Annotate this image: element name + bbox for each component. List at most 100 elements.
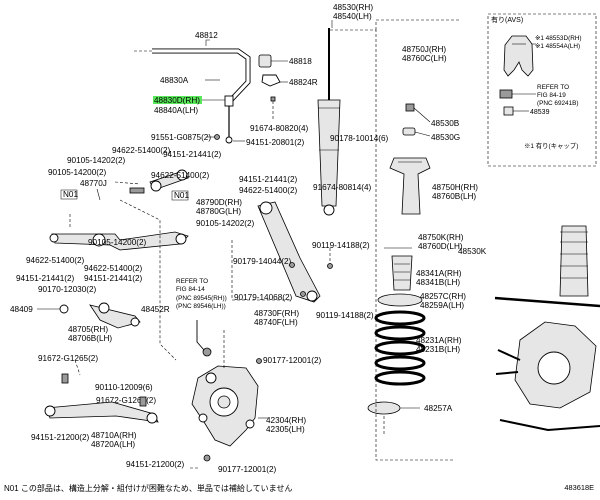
label-90119-14188-b: 90119-14188(2) — [316, 311, 374, 320]
highlight-48830d — [153, 96, 202, 104]
inset-note: ※1 有り(キャップ) — [524, 141, 578, 150]
label-91672-b: 91672-G1265(2) — [96, 396, 156, 405]
label-94622-d: 94622-51400(2) — [84, 264, 143, 273]
figure-id: 483618E — [564, 483, 594, 492]
label-48840a: 48840A(LH) — [154, 106, 198, 115]
label-48830a: 48830A — [160, 76, 189, 85]
label-48530g: 48530G — [431, 133, 460, 142]
coil-spring-48231a-part — [374, 310, 426, 386]
inset-label-48554a: ※1 48554A(LH) — [535, 43, 580, 50]
label-94151-21441-d: 94151-21441(2) — [84, 274, 143, 283]
label-90179-14044: 90179-14044(2) — [233, 257, 292, 266]
label-48705: 48705(RH) — [68, 325, 108, 334]
refer-left-line3: (PNC 89545(RH)) — [176, 295, 227, 302]
label-48231b: 48231B(LH) — [416, 345, 460, 354]
label-48540-lh: 48540(LH) — [333, 12, 372, 21]
label-48257a: 48257A — [424, 404, 453, 413]
label-91674-80814: 91674-80814(4) — [313, 183, 372, 192]
footnote-text: この部品は、構造上分解・組付けが困難なため、単品では補給していません — [20, 484, 293, 493]
label-48259a: 48259A(LH) — [420, 301, 464, 310]
label-48341b: 48341B(LH) — [416, 278, 460, 287]
label-48530-rh: 48530(RH) — [333, 3, 373, 12]
label-94151-21441-a: 94151-21441(2) — [163, 150, 222, 159]
label-90110: 90110-12009(6) — [95, 383, 153, 392]
label-94151-21200-b: 94151-21200(2) — [126, 460, 185, 469]
label-48780g: 48780G(LH) — [196, 207, 241, 216]
label-94151-21200-a: 94151-21200(2) — [31, 433, 90, 442]
washer-48530g-part — [402, 127, 416, 136]
label-90178: 90178-10014(6) — [330, 134, 389, 143]
label-90105-14202-a: 90105-14202(2) — [67, 156, 126, 165]
label-48812: 48812 — [195, 31, 218, 40]
label-48452r: 48452R — [141, 305, 170, 314]
inset-refer-line1: REFER TO — [537, 84, 569, 91]
label-48750j: 48750J(RH) — [402, 45, 446, 54]
label-48720a: 48720A(LH) — [91, 440, 135, 449]
inset-label-48539: 48539 — [530, 109, 550, 116]
label-48818: 48818 — [289, 57, 312, 66]
upper-arms-group: 91551-G0875(2) 94622-51400(2) 94151-2144… — [16, 133, 255, 294]
inset-title: 有り(AVS) — [491, 15, 523, 24]
avs-cap-part — [503, 35, 534, 77]
abs-sensor-part — [196, 320, 205, 351]
label-48710a: 48710A(RH) — [91, 431, 137, 440]
label-94622-a: 94622-51400(2) — [112, 146, 171, 155]
assembled-strut-part — [559, 225, 589, 297]
label-48760d: 48760D(LH) — [418, 242, 463, 251]
label-48790d: 48790D(RH) — [196, 198, 242, 207]
label-90170: 90170-12030(2) — [38, 285, 97, 294]
label-90105-14200-a: 90105-14200(2) — [48, 168, 107, 177]
footnote-mark: N01 — [4, 484, 19, 493]
label-48824r: 48824R — [289, 78, 318, 87]
inset-refer-line2: FIG 84-19 — [537, 92, 566, 99]
label-91674-80820: 91674-80820(4) — [250, 124, 309, 133]
label-91551: 91551-G0875(2) — [151, 133, 211, 142]
label-48341a: 48341A(RH) — [416, 269, 462, 278]
label-90179-14068: 90179-14068(2) — [234, 293, 293, 302]
assembled-view-group — [494, 225, 600, 432]
lower-arm-48710a-part — [45, 401, 159, 423]
shock-body-part — [317, 99, 341, 207]
label-94622-e: 94622-51400(2) — [239, 186, 298, 195]
label-48760c: 48760C(LH) — [402, 54, 447, 63]
label-48257c: 48257C(RH) — [420, 292, 466, 301]
insulator-48257a-part — [367, 401, 401, 415]
avs-bracket-part — [503, 106, 514, 116]
label-90105-14200-b: 90105-14200(2) — [88, 238, 147, 247]
bushing-48409-part — [59, 304, 69, 314]
knuckle-group: 90177-12001(2) 42304(RH) 42305(LH) 90177… — [191, 330, 322, 474]
label-n01-b: N01 — [174, 191, 189, 200]
label-94151-21441-e: 94151-21441(2) — [239, 175, 298, 184]
stabilizer-bar-group: 48818 48824R 91674-80820(4) 48812 48830A… — [132, 31, 318, 147]
label-90105-14202-b: 90105-14202(2) — [196, 219, 255, 228]
inset-avs-group: 有り(AVS) ※1 48553D(RH) ※1 48554A(LH) REFE… — [487, 13, 597, 167]
nut-48530b-part — [405, 103, 415, 112]
label-90177-b: 90177-12001(2) — [218, 465, 277, 474]
label-48409: 48409 — [10, 305, 33, 314]
reference-lines — [69, 19, 460, 469]
label-48530b: 48530B — [431, 119, 460, 128]
label-94151-20801: 94151-20801(2) — [246, 138, 305, 147]
inset-label-48553d: ※1 48553D(RH) — [535, 35, 582, 42]
label-48740f: 48740F(LH) — [254, 318, 298, 327]
spring-seat-48257c-part — [377, 293, 423, 307]
label-48706b: 48706B(LH) — [68, 334, 112, 343]
shock-absorber-group: 48530(RH) 48540(LH) 91674-80814(4) 90178… — [313, 3, 389, 269]
label-48730f: 48730F(RH) — [254, 309, 299, 318]
label-48231a: 48231A(RH) — [416, 336, 462, 345]
upper-support-48750h-part — [389, 157, 431, 215]
footnote: N01 この部品は、構造上分解・組付けが困難なため、単品では補給していません — [4, 483, 292, 494]
label-48770j: 48770J — [80, 179, 107, 188]
refer-left-line1: REFER TO — [176, 278, 208, 285]
spring-mount-group: 48750J(RH) 48760C(LH) 48530B 48530G 4875… — [367, 45, 487, 436]
trailing-arm-48730f-part — [257, 201, 321, 303]
label-48760b: 48760B(LH) — [432, 192, 476, 201]
refer-left-line2: FIG 84-14 — [176, 286, 205, 293]
label-94151-21441-c: 94151-21441(2) — [16, 274, 75, 283]
stabilizer-bracket-part — [261, 74, 281, 87]
avs-connector-part — [499, 89, 513, 99]
inset-refer-line3: (PNC 69241B) — [537, 100, 579, 107]
stabilizer-bushing-part — [258, 54, 272, 68]
